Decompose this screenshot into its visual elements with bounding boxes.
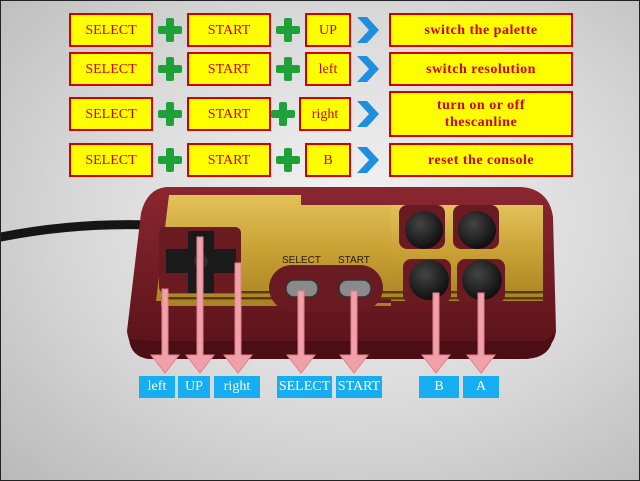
chevron-right-icon	[357, 56, 379, 82]
down-arrow-icon	[149, 236, 497, 374]
label-up: UP	[178, 376, 210, 398]
combo-key-start: START	[187, 143, 271, 177]
combo-key-start: START	[187, 97, 271, 131]
plus-icon	[276, 57, 300, 81]
label-right: right	[214, 376, 260, 398]
plus-icon	[158, 57, 182, 81]
plus-icon	[158, 148, 182, 172]
label-start: START	[336, 376, 382, 398]
action-buttons	[399, 205, 505, 303]
chevron-right-icon	[357, 101, 379, 127]
combo-key-start: START	[187, 52, 271, 86]
plus-icon	[158, 18, 182, 42]
chevron-right-icon	[357, 17, 379, 43]
action-switch-resolution: switch resolution	[389, 52, 573, 86]
label-left: left	[139, 376, 175, 398]
combo-key-select: SELECT	[69, 97, 153, 131]
action-switch-palette: switch the palette	[389, 13, 573, 47]
label-b: B	[419, 376, 459, 398]
label-select: SELECT	[277, 376, 332, 398]
start-print: START	[338, 255, 370, 266]
select-print: SELECT	[282, 255, 321, 266]
plus-icon	[276, 18, 300, 42]
label-a: A	[463, 376, 499, 398]
action-toggle-scanline: turn on or off thescanline	[389, 91, 573, 137]
combo-key-left: left	[305, 52, 351, 86]
plus-icon	[276, 148, 300, 172]
combo-key-select: SELECT	[69, 13, 153, 47]
combo-key-select: SELECT	[69, 143, 153, 177]
combo-key-select: SELECT	[69, 52, 153, 86]
plus-icon	[158, 102, 182, 126]
controller-cable	[1, 220, 156, 242]
chevron-right-icon	[357, 147, 379, 173]
select-start-housing	[269, 265, 383, 311]
combo-key-b: B	[305, 143, 351, 177]
combo-key-up: UP	[305, 13, 351, 47]
action-reset-console: reset the console	[389, 143, 573, 177]
combo-key-right: right	[299, 97, 351, 131]
combo-key-start: START	[187, 13, 271, 47]
plus-icon	[271, 102, 295, 126]
